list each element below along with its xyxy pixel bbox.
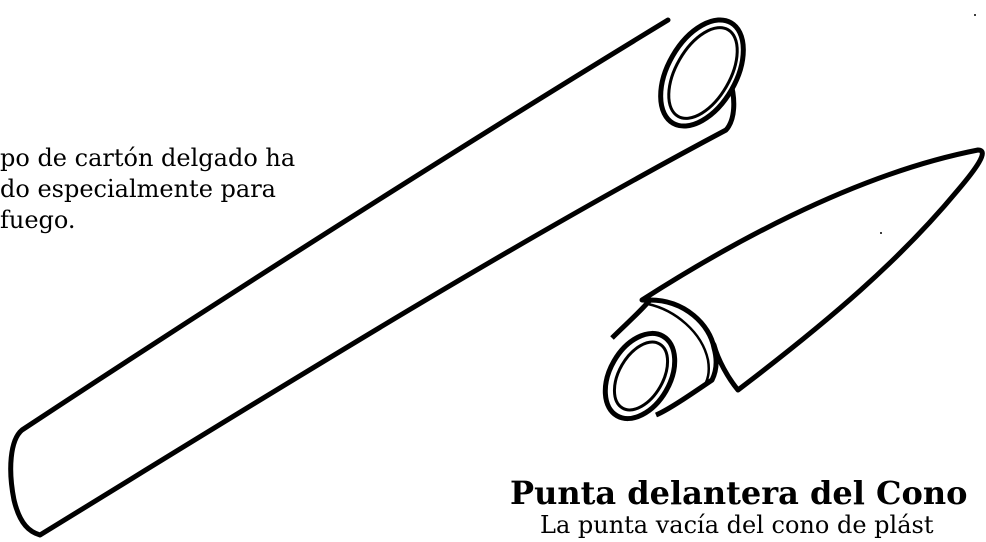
nose-cone-description: La punta vacía del cono de plást [540,511,934,539]
nose-cone-heading: Punta delantera del Cono [510,474,968,512]
nose-cone [602,147,985,422]
nose-cone-shoulder-line [647,302,711,387]
body-text-line-3: fuego. [0,206,76,234]
body-text-line-2: do especialmente para [0,175,276,203]
tube-opening-inner [667,26,739,120]
nose-cone-base-inner [612,340,670,412]
body-text-line-1: po de cartón delgado ha [0,144,296,172]
stray-dot [880,232,882,234]
cardboard-tube [8,17,746,538]
stray-dot [974,14,976,16]
tube-body-outline [8,17,737,538]
